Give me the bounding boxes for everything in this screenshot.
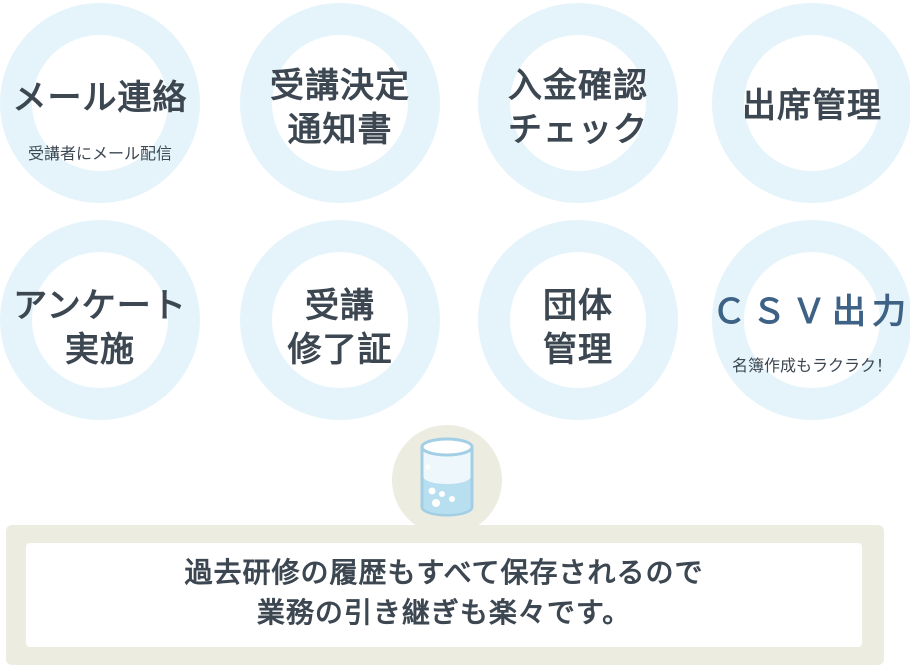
- feature-email: メール連絡: [0, 76, 215, 120]
- feature-attendance-title: 出席管理: [742, 86, 882, 126]
- feature-survey-line-2: 実施: [65, 330, 135, 370]
- summary-line-2: 業務の引き継ぎも楽々です。: [256, 596, 632, 629]
- feature-payment-check-line-2: チェック: [508, 110, 648, 150]
- feature-attendance: 出席管理: [697, 84, 910, 128]
- feature-acceptance-notice: 受講決定 通知書: [225, 64, 455, 152]
- feature-email-subtitle: 受講者にメール配信: [27, 144, 172, 163]
- feature-payment-check: 入金確認 チェック: [463, 64, 693, 152]
- feature-csv-export-subtitle: 名簿作成もラクラク！: [731, 356, 892, 375]
- feature-acceptance-notice-line-2: 通知書: [287, 110, 393, 150]
- feature-certificate: 受講 修了証: [225, 284, 455, 372]
- feature-certificate-line-2: 修了証: [287, 330, 393, 370]
- feature-group-management-line-2: 管理: [543, 330, 613, 370]
- feature-ring-8: [712, 220, 910, 420]
- feature-csv-export-title: ＣＳＶ出力: [712, 292, 910, 332]
- feature-group-management-line-1: 団体: [543, 286, 613, 326]
- summary-line-1: 過去研修の履歴もすべて保存されるので: [184, 556, 704, 589]
- summary-text: 過去研修の履歴もすべて保存されるので 業務の引き継ぎも楽々です。: [26, 553, 862, 633]
- feature-acceptance-notice-line-1: 受講決定: [270, 66, 410, 106]
- feature-survey: アンケート 実施: [0, 284, 215, 372]
- feature-certificate-line-1: 受講: [305, 286, 375, 326]
- feature-email-title: メール連絡: [12, 78, 188, 118]
- feature-group-management: 団体 管理: [463, 284, 693, 372]
- feature-payment-check-line-1: 入金確認: [508, 66, 648, 106]
- feature-csv-export: ＣＳＶ出力: [697, 290, 910, 334]
- summary-panel-inner: [26, 543, 862, 647]
- feature-survey-line-1: アンケート: [13, 286, 187, 326]
- database-icon: [420, 437, 474, 517]
